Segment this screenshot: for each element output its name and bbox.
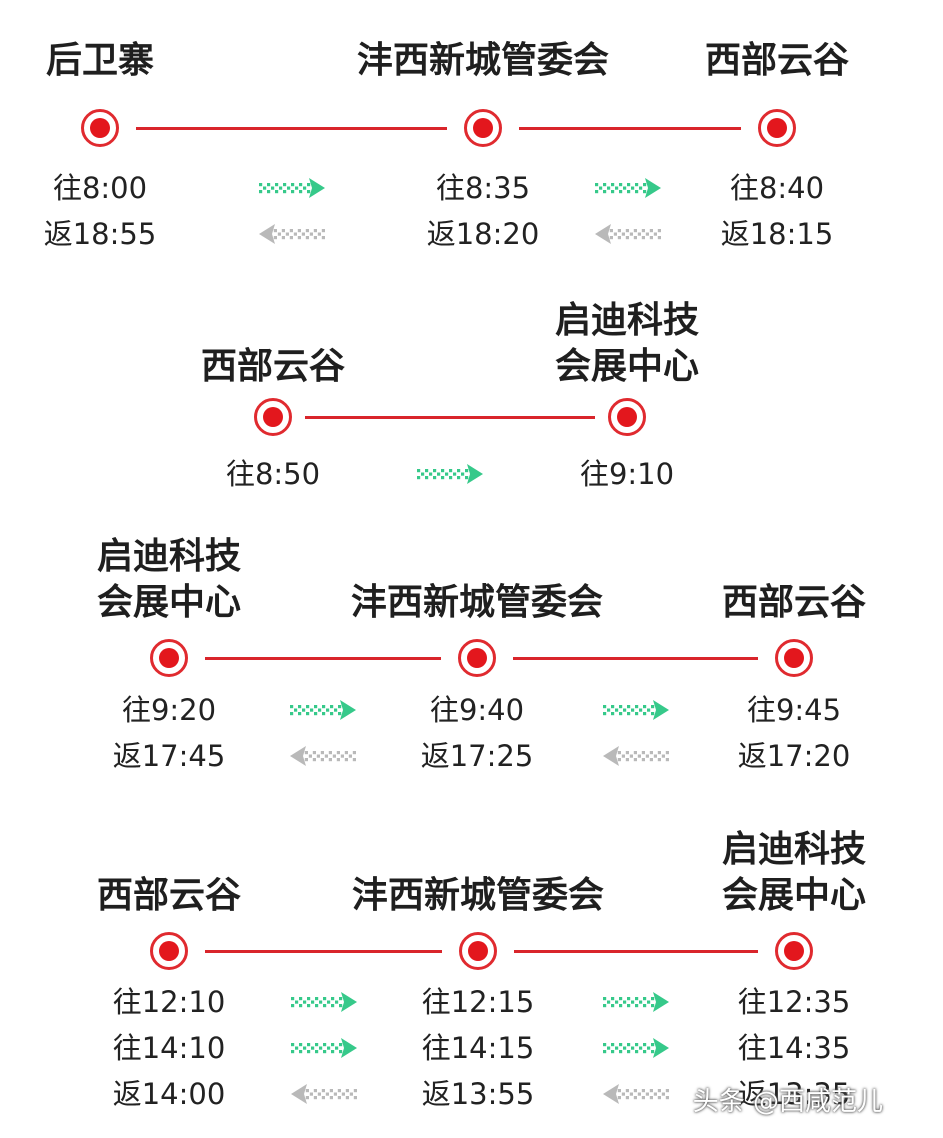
stop-name: 西部云谷 [96,875,242,916]
arrow-left-icon [258,224,325,244]
departure-time: 往12:35 [737,985,851,1019]
route-line [519,127,741,130]
departure-time: 往9:10 [579,457,675,491]
departure-time: 往8:50 [225,457,321,491]
arrow-right-icon [290,992,357,1012]
arrow-right-icon [417,464,483,484]
stop-name: 西部云谷 [704,40,850,81]
departure-time: 往9:45 [746,693,842,727]
return-time: 返17:25 [420,739,534,773]
departure-time: 往12:15 [421,985,535,1019]
arrow-left-icon [290,746,356,766]
stop-marker [150,639,188,677]
arrow-right-icon [602,700,669,720]
return-time: 返18:20 [426,217,540,251]
stop-marker [459,932,497,970]
return-time: 返13:55 [421,1077,535,1111]
stop-marker [758,109,796,147]
stop-marker [775,932,813,970]
departure-time: 往9:20 [121,693,217,727]
stop-marker [150,932,188,970]
stop-marker [458,639,496,677]
route-line [513,657,758,660]
departure-time: 往8:35 [435,171,531,205]
stop-marker [775,639,813,677]
departure-time: 往8:40 [729,171,825,205]
watermark: 头条 @西咸范儿 [692,1087,883,1117]
stop-name: 沣西新城管委会 [356,40,610,81]
arrow-right-icon [290,700,356,720]
return-time: 返17:20 [737,739,851,773]
return-time: 返13:35 [737,1077,851,1111]
stop-name: 西部云谷 [200,346,346,387]
route-line [205,657,441,660]
return-time: 返17:45 [112,739,226,773]
stop-marker [81,109,119,147]
departure-time: 往14:15 [421,1031,535,1065]
stop-name: 启迪科技会展中心 [554,300,700,387]
departure-time: 往14:10 [112,1031,226,1065]
stop-name: 西部云谷 [721,582,867,623]
return-time: 返18:15 [720,217,834,251]
route-line [514,950,758,953]
arrow-right-icon [603,1038,669,1058]
arrow-right-icon [595,178,661,198]
arrow-left-icon [602,746,669,766]
stop-name: 启迪科技会展中心 [96,536,242,623]
route-line [305,416,595,419]
stop-name: 沣西新城管委会 [351,875,605,916]
arrow-right-icon [258,178,325,198]
departure-time: 往8:00 [52,171,148,205]
stop-name: 后卫寨 [45,40,155,81]
arrow-left-icon [290,1084,357,1104]
stop-marker [608,398,646,436]
departure-time: 往14:35 [737,1031,851,1065]
departure-time: 往9:40 [429,693,525,727]
return-time: 返14:00 [112,1077,226,1111]
route-line [136,127,447,130]
route-line [205,950,442,953]
arrow-right-icon [290,1038,357,1058]
departure-time: 往12:10 [112,985,226,1019]
arrow-left-icon [595,224,661,244]
arrow-right-icon [603,992,669,1012]
stop-marker [254,398,292,436]
arrow-left-icon [603,1084,669,1104]
return-time: 返18:55 [43,217,157,251]
stop-name: 沣西新城管委会 [350,582,604,623]
stop-name: 启迪科技会展中心 [721,829,867,916]
stop-marker [464,109,502,147]
